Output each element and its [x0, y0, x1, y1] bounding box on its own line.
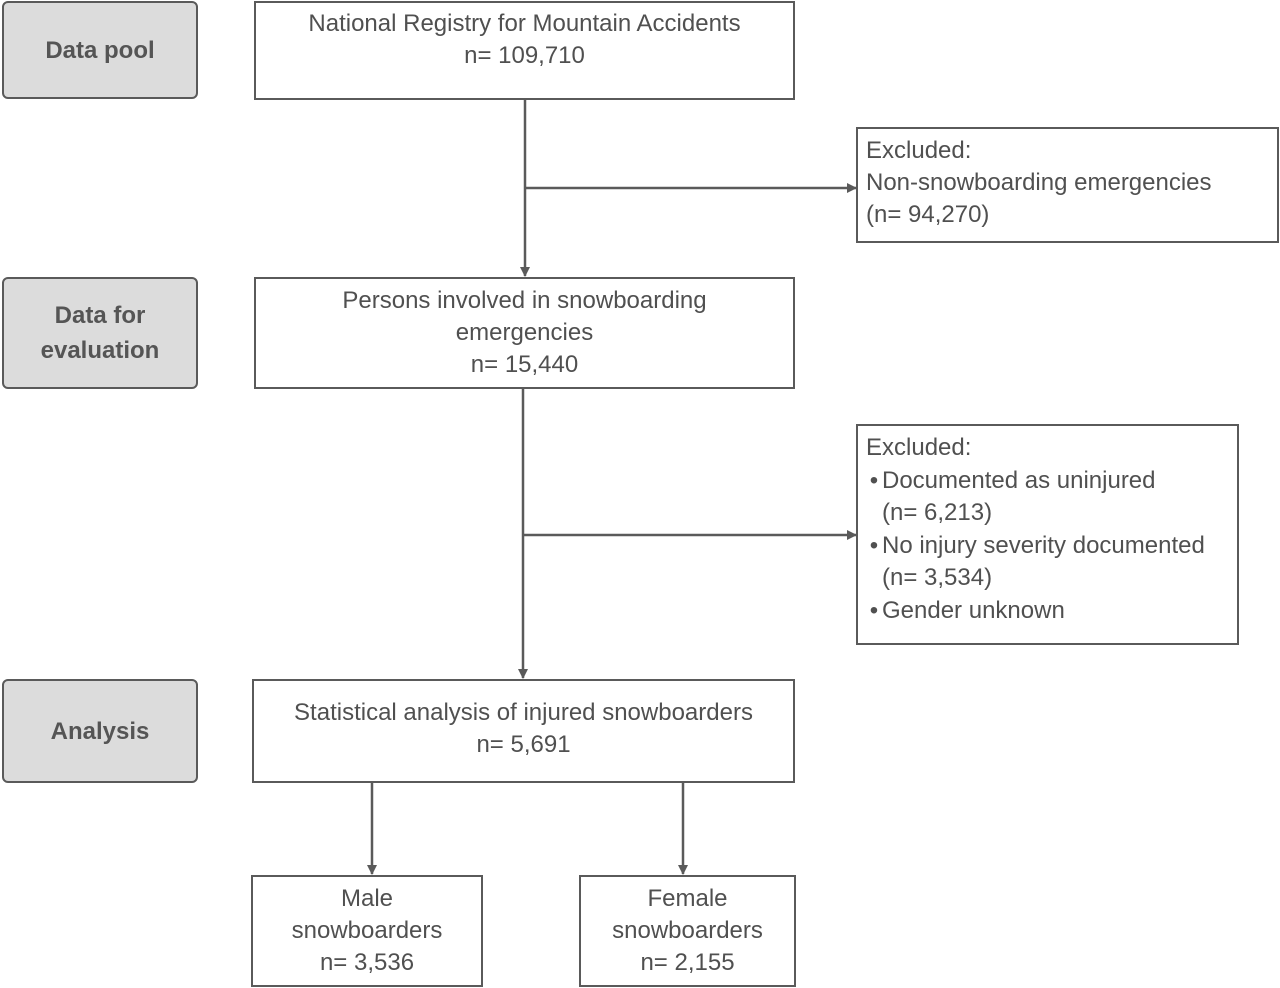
stage-label-text: Data for — [54, 302, 146, 329]
exclusion-heading: Excluded: — [866, 434, 972, 461]
exclusion-item: • No injury severity documented — [866, 530, 1237, 563]
exclusion-box-2: Excluded: • Documented as uninjured (n= … — [856, 424, 1239, 645]
stage-label-data-for-evaluation: Data for evaluation — [2, 277, 198, 389]
female-box: Female snowboarders n= 2,155 — [579, 875, 796, 987]
analysis-count: n= 5,691 — [476, 731, 571, 758]
male-box: Male snowboarders n= 3,536 — [251, 875, 483, 987]
exclusion-item: • Gender unknown — [866, 595, 1237, 628]
stage-label-analysis: Analysis — [2, 679, 198, 783]
female-count: n= 2,155 — [640, 949, 735, 976]
analysis-box: Statistical analysis of injured snowboar… — [252, 679, 795, 783]
evaluation-box: Persons involved in snowboarding emergen… — [254, 277, 795, 389]
female-label-line1: Female — [647, 885, 728, 912]
exclusion-heading: Excluded: — [866, 137, 972, 164]
exclusion-reason: Non-snowboarding emergencies — [866, 169, 1212, 196]
exclusion-item-count: (n= 3,534) — [882, 564, 993, 591]
male-label-line2: snowboarders — [291, 917, 443, 944]
evaluation-title-line1: Persons involved in snowboarding — [342, 287, 707, 314]
registry-box: National Registry for Mountain Accidents… — [254, 1, 795, 100]
stage-label-text: Data pool — [45, 36, 155, 64]
male-label-line1: Male — [340, 885, 394, 912]
evaluation-count: n= 15,440 — [470, 351, 579, 378]
stage-label-data-pool: Data pool — [2, 1, 198, 99]
female-label-line2: snowboarders — [612, 917, 763, 944]
evaluation-title-line2: emergencies — [455, 319, 594, 346]
registry-title: National Registry for Mountain Accidents — [308, 10, 741, 37]
exclusion-item-label: No injury severity documented — [882, 531, 1205, 559]
exclusion-item-count: (n= 6,213) — [882, 499, 993, 526]
exclusion-item: • Documented as uninjured — [866, 465, 1237, 498]
exclusion-box-1: Excluded: Non-snowboarding emergencies (… — [856, 127, 1279, 243]
analysis-title: Statistical analysis of injured snowboar… — [294, 699, 753, 726]
stage-label-text: Analysis — [50, 717, 150, 745]
male-count: n= 3,536 — [319, 949, 415, 976]
bullet-icon: • — [869, 466, 879, 494]
bullet-icon: • — [869, 596, 879, 624]
stage-label-text: evaluation — [40, 337, 160, 364]
exclusion-item-label: Gender unknown — [882, 596, 1065, 624]
exclusion-item-label: Documented as uninjured — [882, 466, 1156, 494]
registry-count: n= 109,710 — [464, 42, 585, 69]
exclusion-count: (n= 94,270) — [866, 201, 990, 228]
bullet-icon: • — [869, 531, 879, 559]
